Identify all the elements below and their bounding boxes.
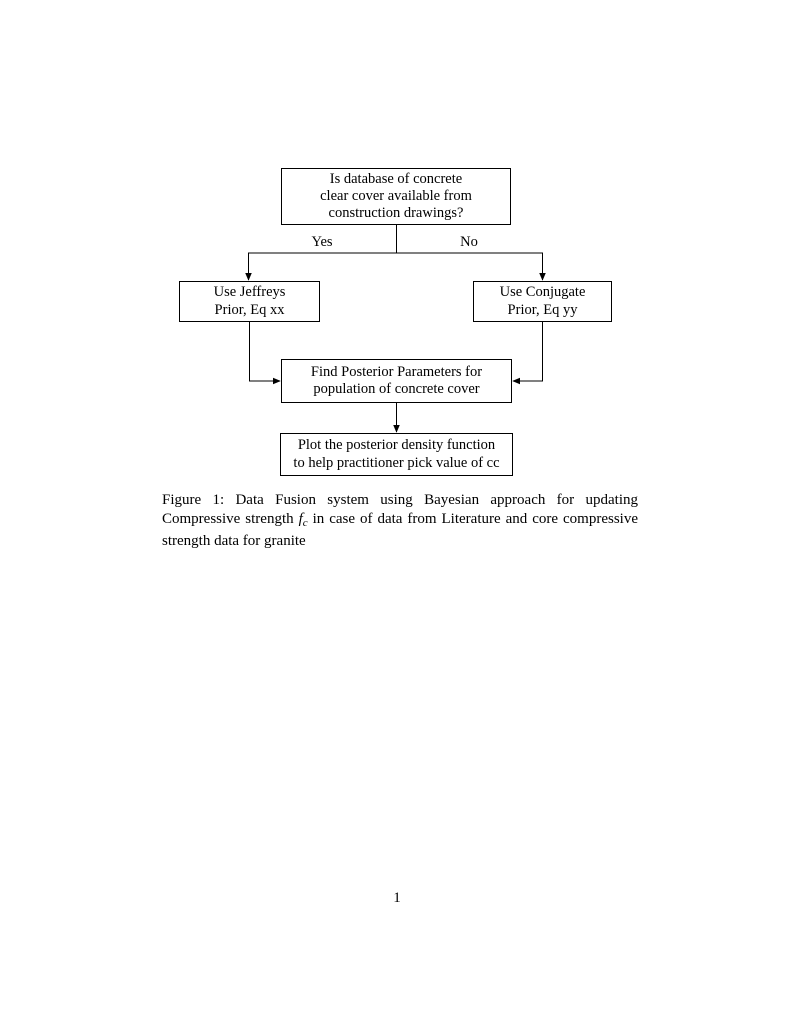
decision-box-line3: construction drawings?: [328, 205, 464, 222]
caption-math-fc-variable: f: [298, 510, 303, 527]
decision-box-line2: clear cover available from: [320, 187, 472, 204]
connector-conjugate-to-posterior: [512, 322, 543, 385]
conjugate-box-line1: Use Conjugate: [499, 284, 586, 301]
caption-math-fc-subscript: c: [302, 516, 308, 529]
caption-text-before-math: Figure 1: Data Fusion system using Bayes…: [162, 492, 638, 527]
plot-box-line2: to help practitioner pick value of cc: [293, 454, 500, 471]
connector-jeffreys-to-posterior: [249, 322, 281, 385]
flowchart-jeffreys-prior-box: Use Jeffreys Prior, Eq xx: [179, 281, 320, 322]
figure-caption: Figure 1: Data Fusion system using Bayes…: [162, 491, 638, 551]
flowchart-conjugate-prior-box: Use Conjugate Prior, Eq yy: [473, 281, 612, 322]
posterior-box-line2: population of concrete cover: [313, 381, 480, 397]
branch-label-yes: Yes: [311, 234, 333, 250]
decision-box-line1: Is database of concrete: [329, 170, 463, 187]
flowchart-plot-density-box: Plot the posterior density function to h…: [280, 433, 513, 476]
flowchart-posterior-parameters-box: Find Posterior Parameters for population…: [281, 359, 512, 403]
caption-text-after-math: in case of data from Literature and core…: [162, 510, 638, 550]
branch-label-no: No: [460, 234, 478, 250]
jeffreys-box-line2: Prior, Eq xx: [214, 301, 285, 318]
plot-box-line1: Plot the posterior density function: [297, 437, 496, 454]
posterior-box-line1: Find Posterior Parameters for: [310, 363, 483, 380]
conjugate-box-line2: Prior, Eq yy: [507, 301, 578, 318]
jeffreys-box-line1: Use Jeffreys: [213, 284, 286, 301]
flowchart-decision-box: Is database of concrete clear cover avai…: [281, 168, 511, 225]
page-number: 1: [393, 890, 401, 906]
